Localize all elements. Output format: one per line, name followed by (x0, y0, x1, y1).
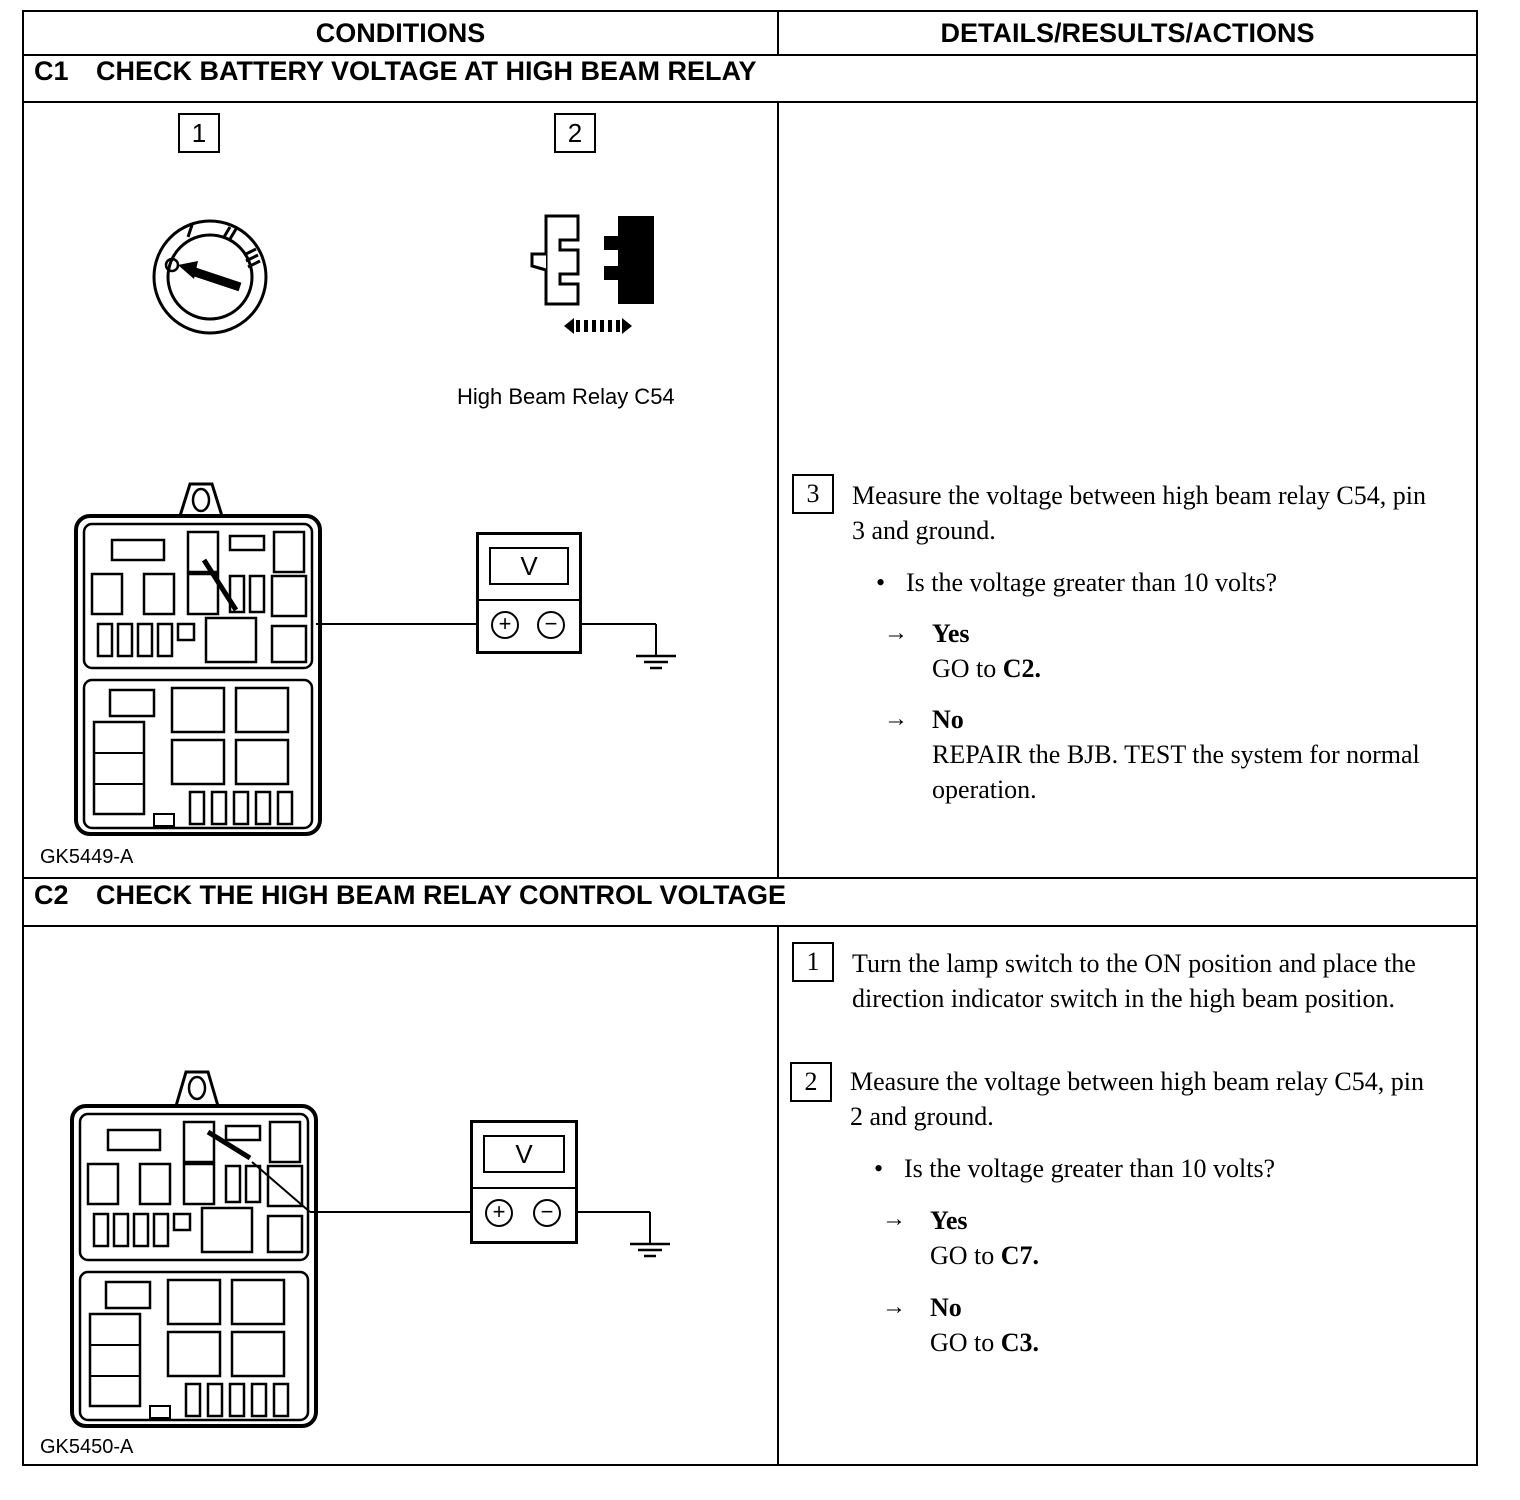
junction-box-icon (70, 1070, 318, 1428)
header-column-divider (777, 10, 779, 55)
c1-yes-label: Yes (932, 619, 970, 648)
c1-column-divider (777, 101, 779, 878)
positive-terminal-icon: + (491, 611, 519, 639)
c2-yes-arrow-icon: → (882, 1206, 906, 1232)
diagnostic-table (22, 10, 1478, 1466)
ignition-switch-icon (152, 219, 268, 335)
header-divider (22, 54, 1478, 56)
c1-section-title: C1 CHECK BATTERY VOLTAGE AT HIGH BEAM REL… (34, 56, 757, 87)
c1-yes-arrow-icon: → (884, 620, 908, 646)
c2-no-label: No (930, 1293, 962, 1322)
c2-question: •Is the voltage greater than 10 volts? (874, 1154, 1276, 1183)
c2-yes-action-prefix: GO to (930, 1241, 995, 1270)
c2-column-divider (777, 925, 779, 1466)
c1-figure-step-2: 2 (554, 113, 596, 153)
c2-figure-id: GK5450-A (40, 1436, 134, 1458)
junction-box-icon (74, 482, 322, 836)
c1-no-label: No (932, 705, 964, 734)
c2-question-text: Is the voltage greater than 10 volts? (904, 1154, 1276, 1183)
c1-step-3-box: 3 (792, 474, 834, 514)
c2-no-action-prefix: GO to (930, 1328, 995, 1357)
voltmeter-icon: V + − (476, 532, 582, 654)
c2-no-action-target: C3. (1000, 1328, 1040, 1357)
c2-no-answer: No GO to C3. (930, 1290, 1039, 1360)
c1-figure-id: GK5449-A (40, 846, 134, 868)
c1-question-text: Is the voltage greater than 10 volts? (906, 568, 1278, 597)
c1-no-action: REPAIR the BJB. TEST the system for norm… (932, 740, 1420, 804)
c2-yes-action-target: C7. (1000, 1241, 1040, 1270)
c1-step-3-text: Measure the voltage between high beam re… (852, 481, 1426, 545)
c1-yes-answer: Yes GO to C2. (932, 616, 1041, 686)
negative-terminal-icon: − (533, 1199, 561, 1227)
c1-yes-action-prefix: GO to (932, 654, 997, 683)
voltmeter-icon: V + − (470, 1120, 578, 1244)
disconnected-connector-icon (530, 214, 654, 334)
c2-section-title: C2 CHECK THE HIGH BEAM RELAY CONTROL VOLT… (34, 880, 786, 911)
c1-question: •Is the voltage greater than 10 volts? (876, 568, 1278, 597)
c2-header-divider (22, 925, 1478, 927)
ground-symbol-icon (630, 1242, 670, 1258)
ground-symbol-icon (636, 654, 676, 670)
negative-terminal-icon: − (537, 611, 565, 639)
c2-step-2-text: Measure the voltage between high beam re… (850, 1067, 1424, 1131)
c1-title: CHECK BATTERY VOLTAGE AT HIGH BEAM RELAY (96, 56, 757, 86)
c2-number: C2 (34, 880, 69, 910)
c2-no-arrow-icon: → (882, 1294, 906, 1320)
relay-caption: High Beam Relay C54 (457, 384, 675, 409)
voltmeter-display: V (483, 1135, 565, 1173)
c2-step-2-box: 2 (790, 1062, 832, 1102)
voltmeter-divider (473, 1187, 575, 1189)
c2-yes-answer: Yes GO to C7. (930, 1203, 1039, 1273)
details-header: DETAILS/RESULTS/ACTIONS (940, 18, 1315, 48)
c1-header-divider (22, 101, 1478, 103)
voltmeter-display: V (489, 547, 569, 585)
c2-step-1-text: Turn the lamp switch to the ON position … (852, 949, 1416, 1013)
c2-title: CHECK THE HIGH BEAM RELAY CONTROL VOLTAG… (96, 880, 787, 910)
c1-figure-step-1: 1 (178, 113, 220, 153)
c1-no-arrow-icon: → (884, 706, 908, 732)
c1-no-answer: No REPAIR the BJB. TEST the system for n… (932, 702, 1432, 807)
section-divider (22, 877, 1478, 879)
c1-number: C1 (34, 56, 69, 86)
c2-measurement-wiring (251, 1161, 670, 1258)
conditions-header: CONDITIONS (315, 18, 486, 48)
c1-yes-action-target: C2. (1002, 654, 1042, 683)
c2-yes-label: Yes (930, 1206, 968, 1235)
positive-terminal-icon: + (485, 1199, 513, 1227)
voltmeter-divider (479, 599, 579, 601)
c2-step-1-box: 1 (792, 942, 834, 982)
